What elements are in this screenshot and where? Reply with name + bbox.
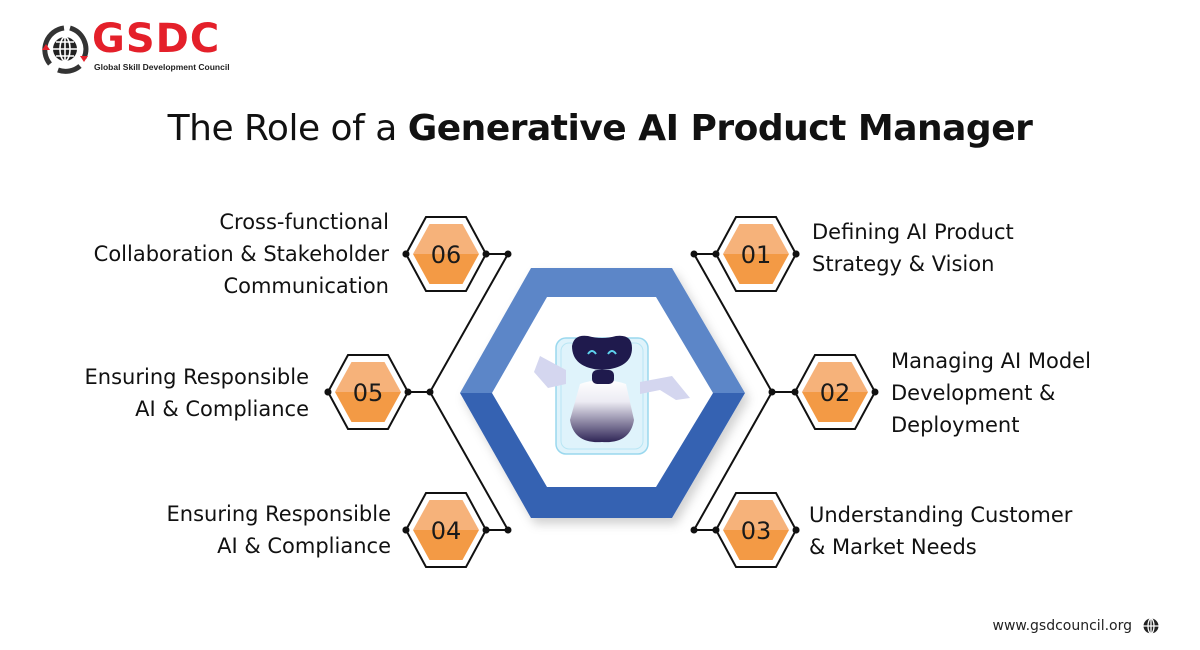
label-line: AI & Compliance [217, 534, 391, 558]
label-line: Managing AI Model [891, 349, 1091, 373]
hexagon-dot [404, 388, 412, 396]
hexagon-dot [402, 250, 410, 258]
item-label-03: Understanding Customer & Market Needs [809, 499, 1072, 563]
step-number: 06 [431, 241, 462, 269]
step-hexagon-05: 05 [324, 354, 412, 430]
label-line: Defining AI Product [812, 220, 1014, 244]
step-hexagon-03: 03 [712, 492, 800, 568]
label-line: Communication [223, 274, 389, 298]
label-line: Development & [891, 381, 1056, 405]
brand-name: GSDC [92, 16, 221, 62]
hexagon-fill [413, 224, 479, 284]
item-label-06: Cross-functional Collaboration & Stakeho… [94, 206, 389, 302]
step-hexagon-01: 01 [712, 216, 800, 292]
hexagon-dot [482, 250, 490, 258]
gsdc-logo: GSDC Global Skill Development Council [36, 16, 236, 80]
title-light: The Role of a [167, 108, 398, 149]
label-line: Understanding Customer [809, 503, 1073, 527]
step-number: 01 [741, 241, 772, 269]
label-line: Strategy & Vision [812, 252, 995, 276]
label-line: & Market Needs [809, 535, 977, 559]
label-line: Deployment [891, 413, 1020, 437]
brand-tagline: Global Skill Development Council [94, 62, 230, 72]
globe-icon [1143, 617, 1159, 635]
footer: www.gsdcouncil.org [993, 617, 1160, 635]
step-number: 02 [820, 379, 851, 407]
step-hexagon-04: 04 [402, 492, 490, 568]
label-line: AI & Compliance [135, 397, 309, 421]
hexagon-dot [791, 388, 799, 396]
hexagon-dot [482, 526, 490, 534]
item-label-01: Defining AI Product Strategy & Vision [812, 216, 1014, 280]
step-number: 04 [431, 517, 462, 545]
step-number: 03 [741, 517, 772, 545]
label-line: Ensuring Responsible [84, 365, 309, 389]
website-link[interactable]: www.gsdcouncil.org [992, 618, 1132, 634]
hexagon-dot [712, 526, 720, 534]
hexagon-fill [723, 224, 789, 284]
hexagon-dot [402, 526, 410, 534]
hexagon-dot [871, 388, 879, 396]
hexagon-dot [792, 526, 800, 534]
label-line: Ensuring Responsible [166, 502, 391, 526]
title-bold: Generative AI Product Manager [407, 108, 1033, 149]
label-line: Cross-functional [219, 210, 389, 234]
globe-icon [42, 25, 89, 74]
hexagon-dot [792, 250, 800, 258]
hexagon-dot [324, 388, 332, 396]
robot-icon [534, 335, 690, 455]
step-hexagon-06: 06 [402, 216, 490, 292]
hexagon-dot [712, 250, 720, 258]
item-label-05: Ensuring Responsible AI & Compliance [85, 361, 309, 425]
page-title: The Role of a Generative AI Product Mana… [0, 108, 1200, 149]
hexagon-fill [335, 362, 401, 422]
item-label-04: Ensuring Responsible AI & Compliance [167, 498, 391, 562]
hexagon-fill [413, 500, 479, 560]
step-number: 05 [353, 379, 384, 407]
hexagon-fill [802, 362, 868, 422]
step-hexagon-02: 02 [791, 354, 879, 430]
label-line: Collaboration & Stakeholder [93, 242, 389, 266]
hexagon-fill [723, 500, 789, 560]
item-label-02: Managing AI Model Development & Deployme… [891, 345, 1091, 441]
